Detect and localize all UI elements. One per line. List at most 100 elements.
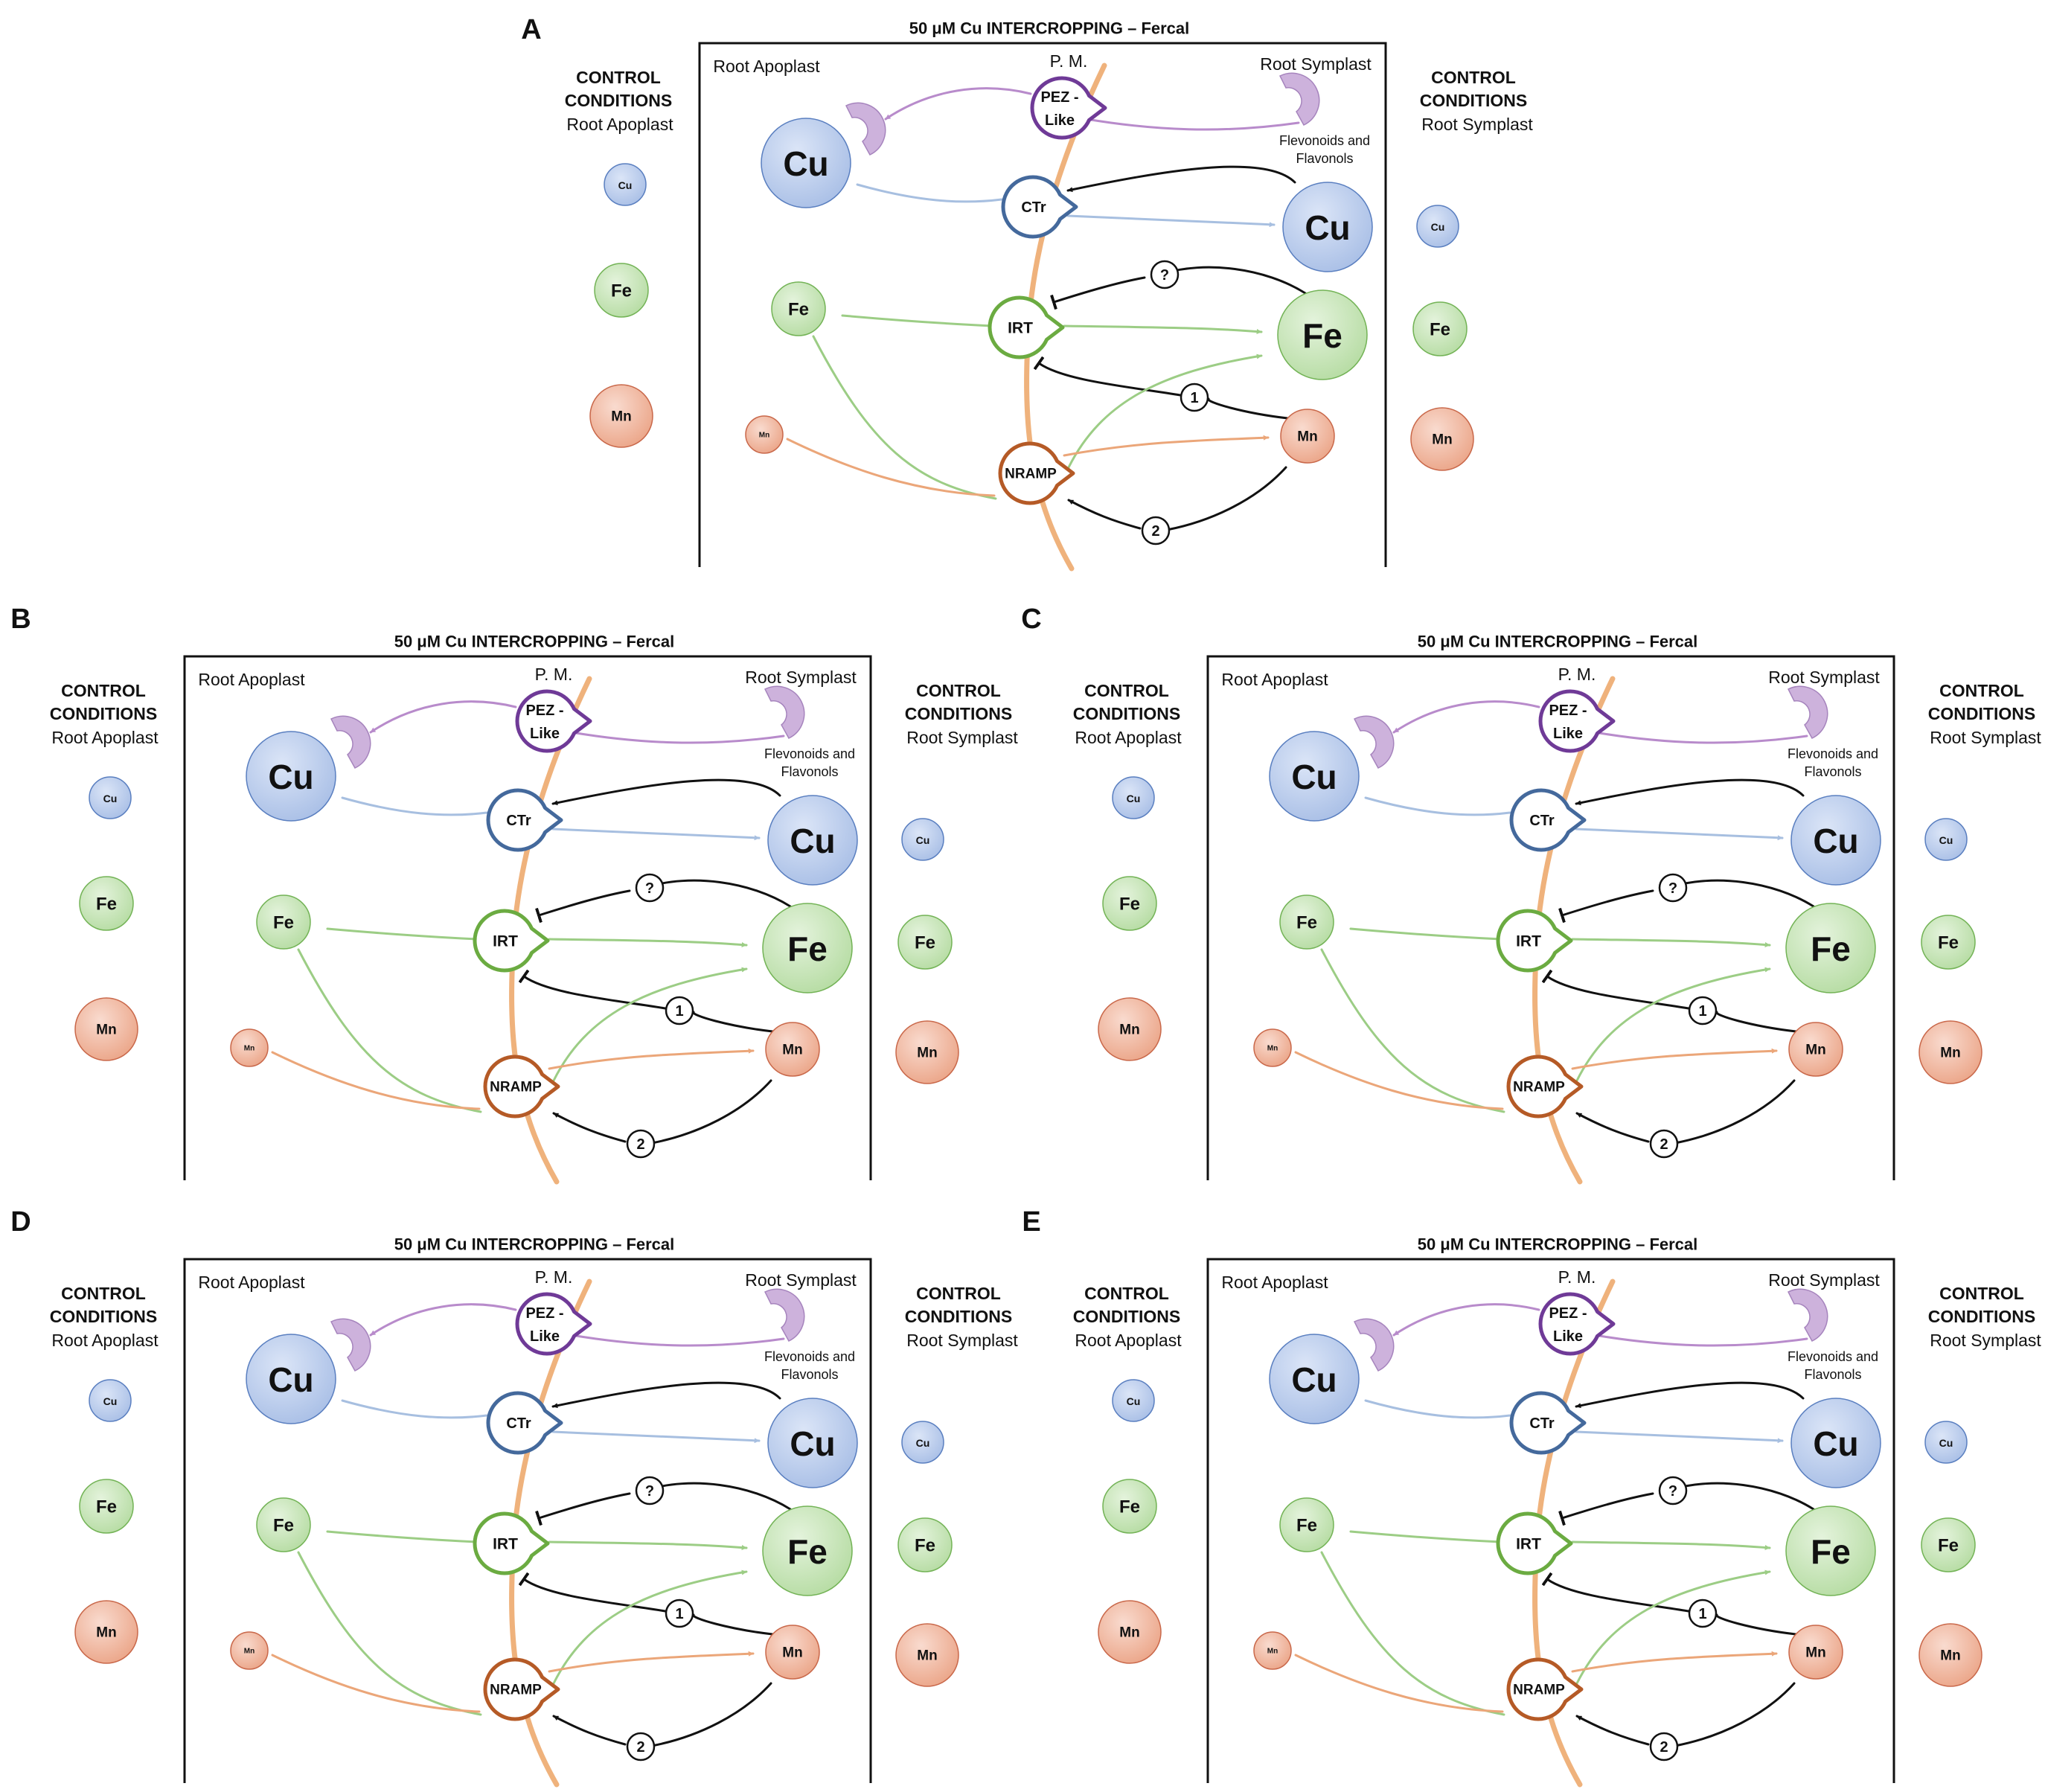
cu-flux-in (1364, 1399, 1511, 1419)
cu-circle (767, 795, 858, 886)
apoplast-mn: Mn (745, 415, 784, 454)
marker-text: 1 (1698, 1003, 1706, 1020)
mn-irt-link-a (1715, 1613, 1797, 1636)
fe-label: Fe (1296, 1516, 1317, 1536)
fe-nramp-out (552, 1569, 748, 1685)
mn-irt-link-a (692, 1613, 774, 1636)
pez-like-label-1: PEZ - (1040, 89, 1078, 106)
fe-label: Fe (1938, 933, 1959, 953)
control-symplast-cu: Cu (1924, 1421, 1968, 1464)
control-apoplast-mn: Mn (74, 1600, 138, 1664)
marker-circle (1180, 383, 1209, 412)
fe-nramp-in (1320, 1551, 1505, 1716)
fe-flux-out (548, 938, 748, 947)
cu-flux-out (1066, 214, 1276, 228)
mn-circle (589, 384, 653, 448)
fe-flux-out (548, 1540, 748, 1550)
root-symplast-label: Root Symplast (1768, 668, 1880, 687)
apoplast-mn: Mn (230, 1631, 269, 1670)
cu-circle (1790, 1398, 1881, 1488)
pez-like-transporter (515, 1292, 592, 1356)
control-symplast-line1: CONTROL (1939, 681, 2024, 700)
apoplast-fe: Fe (771, 281, 826, 336)
ctr-label: CTr (1529, 813, 1555, 829)
marker-text: 2 (1660, 1739, 1668, 1756)
marker-circle (635, 1476, 665, 1505)
pez-like-label-1: PEZ - (525, 703, 563, 719)
control-symplast-line2: CONDITIONS (1928, 704, 2035, 723)
nramp-label: NRAMP (1513, 1683, 1565, 1698)
fe-label: Fe (273, 1516, 294, 1536)
pez-like-label-2: Like (1045, 112, 1075, 129)
ctr-transporter (1001, 175, 1078, 239)
pez-efflux-in (570, 1334, 785, 1347)
root-apoplast-label: Root Apoplast (198, 670, 305, 689)
fe-flux-in (1349, 927, 1502, 941)
fe-nramp-out (1575, 1569, 1771, 1685)
cu-circle (1790, 795, 1881, 886)
marker-text: 2 (1660, 1136, 1668, 1153)
fe-label: Fe (1119, 895, 1140, 915)
mn-flux-in (271, 1051, 481, 1110)
nramp-feedback-a (1165, 466, 1287, 531)
marker-circle (1150, 260, 1180, 289)
control-symplast-cu: Cu (1416, 205, 1459, 248)
mn-circle (895, 1020, 959, 1084)
mn-flux-out (548, 1651, 755, 1673)
fe-circle (256, 895, 311, 950)
treatment-title: 50 μM Cu INTERCROPPING – Fercal (1418, 1235, 1698, 1254)
pez-efflux-out (1392, 1303, 1540, 1337)
panel-label: B (10, 604, 31, 635)
fe-circle (79, 1479, 134, 1534)
marker-two: 2 (626, 1129, 656, 1159)
panel-label: D (10, 1206, 31, 1238)
mn-irt-link-b (1541, 969, 1690, 1010)
control-symplast-mn: Mn (895, 1020, 959, 1084)
cu-circle (604, 163, 647, 206)
fe-circle (771, 281, 826, 336)
control-apoplast-cu: Cu (89, 776, 132, 819)
marker-one: 1 (665, 996, 694, 1025)
cu-circle (761, 118, 851, 208)
nramp-transporter (1506, 1055, 1584, 1119)
mn-label: Mn (96, 1023, 116, 1038)
irt-transporter (988, 295, 1065, 359)
mn-circle (1788, 1625, 1843, 1680)
fe-flux-in (326, 1530, 479, 1543)
symplast-flavonoid-cup (1787, 685, 1828, 739)
mn-label: Mn (1432, 432, 1452, 448)
control-symplast-label: Root Symplast (1421, 115, 1533, 134)
irt-label: IRT (1008, 320, 1033, 337)
cu-label: Cu (1127, 793, 1141, 804)
control-symplast-cu: Cu (901, 818, 944, 861)
control-symplast-cu: Cu (901, 1421, 944, 1464)
fe-flux-in (326, 927, 479, 941)
mn-label: Mn (1119, 1625, 1139, 1641)
symplast-fe: Fe (1785, 903, 1876, 993)
mn-circle (1918, 1623, 1982, 1687)
control-symplast-line2: CONDITIONS (1928, 1307, 2035, 1326)
fe-circle (897, 1517, 953, 1572)
mn-label: Mn (1297, 429, 1317, 445)
treatment-title: 50 μM Cu INTERCROPPING – Fercal (1418, 633, 1698, 651)
mn-circle (895, 1623, 959, 1687)
fe-nramp-in (297, 1551, 482, 1716)
symplast-fe: Fe (1785, 1505, 1876, 1596)
ctr-label: CTr (1021, 199, 1046, 216)
apoplast-mn: Mn (230, 1028, 269, 1067)
pez-efflux-in (1593, 731, 1808, 744)
control-apoplast-cu: Cu (1112, 776, 1155, 819)
mn-irt-link-b (1541, 1572, 1690, 1613)
control-apoplast-line1: CONTROL (1084, 1284, 1169, 1303)
ctr-label: CTr (1529, 1415, 1555, 1432)
root-apoplast-label: Root Apoplast (713, 57, 820, 76)
cu-label: Cu (1305, 208, 1350, 247)
mn-irt-link-b (1033, 356, 1182, 397)
fe-nramp-in (297, 948, 482, 1113)
fe-feedback-b (1558, 1492, 1654, 1526)
cu-label: Cu (1431, 221, 1445, 233)
cu-label: Cu (783, 144, 828, 183)
marker-text: 2 (636, 1739, 644, 1756)
